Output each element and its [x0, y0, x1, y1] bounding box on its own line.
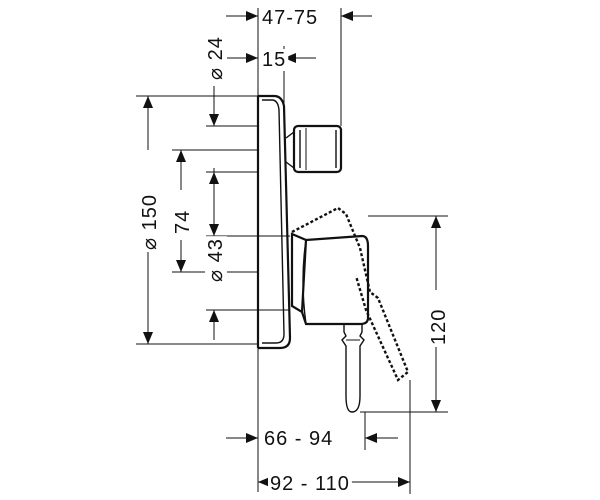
- label-nut-diameter: ⌀ 24: [205, 36, 227, 80]
- label-background: [205, 34, 227, 82]
- label-background: [260, 49, 289, 71]
- wall-plate: [256, 94, 292, 350]
- label-top-depth: 47-75: [262, 7, 318, 29]
- label-background: [139, 192, 161, 252]
- label-background: [172, 207, 194, 236]
- dim-nut-offset: 15: [226, 46, 316, 104]
- diverter-knob: [285, 124, 343, 174]
- dim-bottom-outer: 92 - 110: [258, 380, 411, 495]
- dim-top-depth: 47-75: [226, 7, 372, 126]
- dim-lever-diameter: ⌀ 43: [205, 168, 290, 340]
- label-plate-diameter: ⌀ 150: [139, 194, 161, 250]
- dim-center-distance: 74: [172, 149, 258, 273]
- label-nut-offset: 15: [262, 49, 286, 71]
- lever-handle: [341, 324, 365, 413]
- dim-nut-diameter: ⌀ 24: [205, 34, 258, 200]
- dim-lever-drop: 120: [360, 215, 450, 413]
- label-bottom-inner: 66 - 94: [264, 428, 333, 450]
- label-center-distance: 74: [172, 210, 194, 234]
- lever-body: [290, 232, 370, 326]
- dim-plate-diameter: ⌀ 150: [136, 95, 258, 345]
- label-lever-diameter: ⌀ 43: [205, 238, 227, 282]
- label-background: [262, 428, 336, 450]
- dim-bottom-inner: 66 - 94: [226, 348, 398, 492]
- label-background: [260, 7, 321, 29]
- label-background: [428, 306, 450, 347]
- label-bottom-outer: 92 - 110: [270, 473, 350, 495]
- label-lever-drop: 120: [428, 309, 450, 345]
- label-background: [268, 473, 352, 495]
- label-background: [205, 236, 227, 284]
- lever-rotated-outline: [291, 206, 410, 382]
